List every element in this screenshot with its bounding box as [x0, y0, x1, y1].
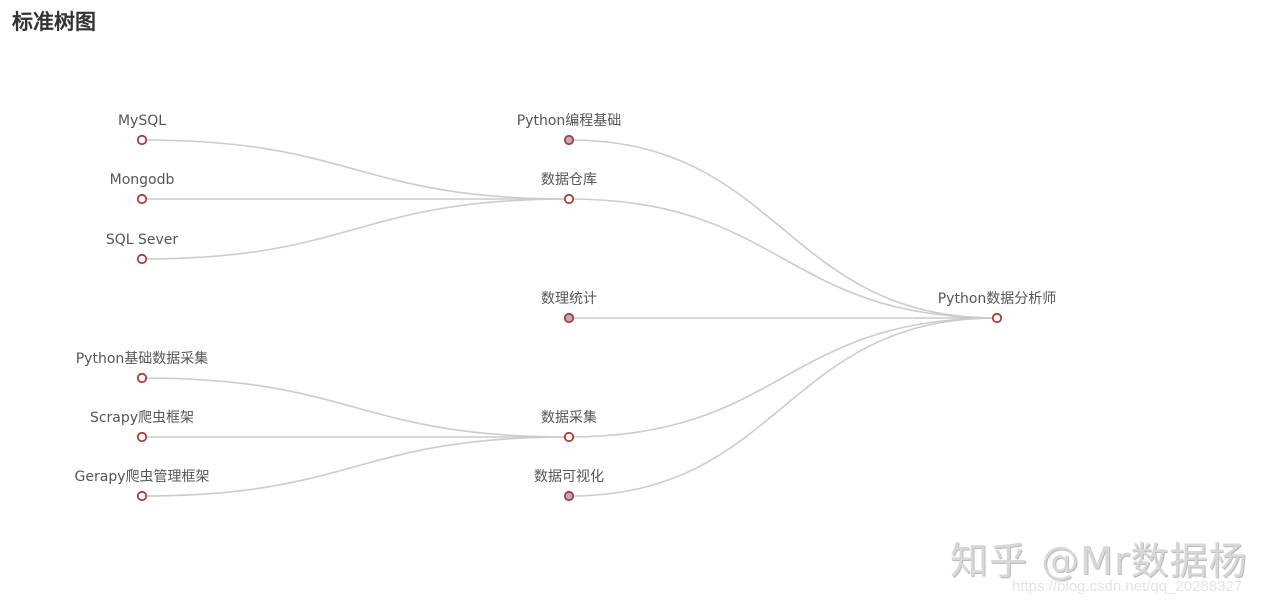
tree-node-label: 数据可视化: [534, 469, 604, 485]
chart-title: 标准树图: [12, 10, 96, 34]
tree-link-root-n4: [568, 317, 998, 438]
tree-link-root-n1: [568, 139, 998, 319]
tree-node[interactable]: MySQL: [118, 113, 166, 146]
tree-node-label: Gerapy爬虫管理框架: [75, 469, 210, 485]
tree-node[interactable]: Python基础数据采集: [76, 350, 209, 384]
tree-node-marker-icon[interactable]: [563, 431, 575, 443]
tree-node-label: SQL Sever: [106, 232, 179, 248]
tree-node-label: Mongodb: [110, 172, 175, 188]
tree-node[interactable]: Mongodb: [110, 172, 175, 205]
tree-node-label: 数理统计: [541, 291, 597, 307]
tree-node-label: Scrapy爬虫框架: [90, 410, 194, 426]
tree-link-root-n5: [568, 317, 998, 497]
tree-node-label: Python数据分析师: [938, 291, 1057, 307]
tree-node[interactable]: 数据可视化: [534, 469, 604, 502]
tree-node-label: 数据仓库: [541, 172, 597, 188]
tree-node-label: 数据采集: [541, 409, 597, 426]
tree-node[interactable]: Python数据分析师: [938, 291, 1057, 324]
tree-node-marker-icon[interactable]: [136, 134, 148, 146]
tree-node-marker-icon[interactable]: [136, 490, 148, 502]
tree-node[interactable]: 数据仓库: [541, 172, 597, 205]
tree-node[interactable]: Scrapy爬虫框架: [90, 410, 194, 443]
tree-link-n2-m3: [141, 198, 570, 260]
tree-node-marker-icon[interactable]: [136, 253, 148, 265]
tree-node-marker-icon[interactable]: [136, 372, 148, 384]
tree-node-marker-icon[interactable]: [136, 193, 148, 205]
tree-links: [141, 139, 998, 497]
tree-node-marker-icon[interactable]: [136, 431, 148, 443]
tree-node-marker-icon[interactable]: [563, 134, 575, 146]
tree-node-label: MySQL: [118, 113, 166, 129]
tree-node-marker-icon[interactable]: [991, 312, 1003, 324]
tree-node-marker-icon[interactable]: [563, 193, 575, 205]
tree-node[interactable]: Python编程基础: [517, 112, 622, 146]
tree-node[interactable]: 数理统计: [541, 291, 597, 324]
watermark-text: 知乎 @Mr数据杨: [950, 539, 1248, 583]
tree-link-root-n2: [568, 198, 998, 319]
tree-link-n2-m1: [141, 139, 570, 200]
watermark-url: https://blog.csdn.net/qq_20288327: [1012, 578, 1243, 595]
tree-node-label: Python基础数据采集: [76, 350, 209, 367]
tree-node[interactable]: SQL Sever: [106, 232, 179, 265]
tree-link-n4-m6: [141, 436, 570, 497]
tree-node[interactable]: 数据采集: [541, 409, 597, 443]
tree-node-label: Python编程基础: [517, 112, 622, 129]
tree-node[interactable]: Gerapy爬虫管理框架: [75, 469, 210, 502]
tree-node-marker-icon[interactable]: [563, 490, 575, 502]
tree-node-marker-icon[interactable]: [563, 312, 575, 324]
tree-link-n4-m4: [141, 377, 570, 438]
